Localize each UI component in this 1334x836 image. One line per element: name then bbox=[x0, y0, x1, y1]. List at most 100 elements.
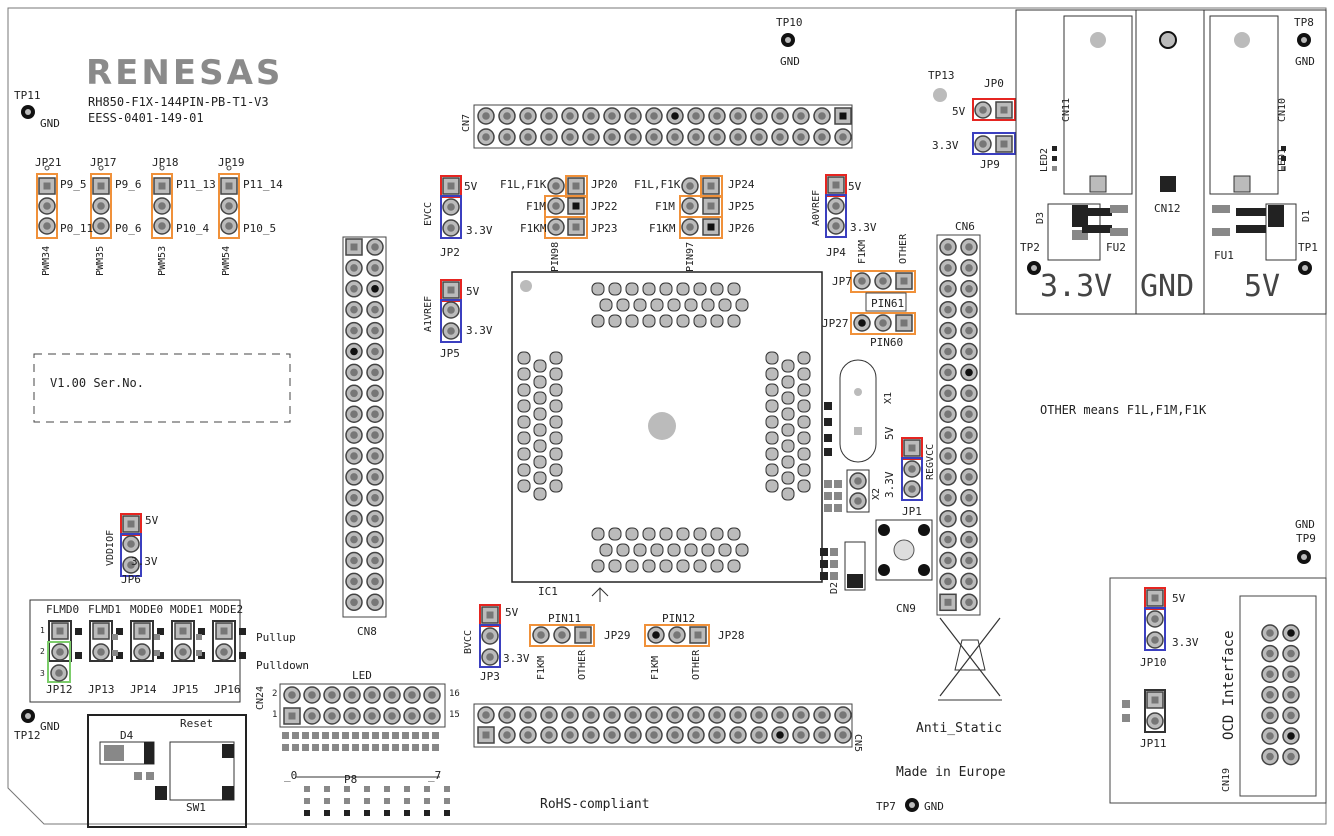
jp21-top: P9_5 bbox=[60, 178, 87, 191]
ic-pad bbox=[684, 298, 698, 312]
mode-col-mode2: MODE2 bbox=[210, 603, 244, 616]
pad-hole bbox=[350, 389, 358, 398]
jp10-33v-frame bbox=[1144, 607, 1166, 651]
ic-pad bbox=[549, 431, 563, 445]
pad-hole bbox=[371, 326, 379, 335]
ic-pad bbox=[659, 559, 673, 573]
ic-pad bbox=[533, 423, 547, 437]
pad-hole bbox=[545, 731, 553, 739]
pad-hole bbox=[755, 112, 763, 120]
ic-pad bbox=[517, 479, 531, 493]
pad-hole bbox=[328, 712, 336, 720]
jp9-frame bbox=[972, 132, 1016, 155]
jp10-5v: 5V bbox=[1172, 592, 1186, 605]
tp2-label: TP2 bbox=[1020, 241, 1040, 254]
cn9-leg bbox=[918, 564, 930, 576]
cn10-label: CN10 bbox=[1277, 97, 1288, 122]
smd-part bbox=[1052, 166, 1057, 171]
smd-part bbox=[116, 628, 123, 635]
pad-hole bbox=[482, 711, 490, 719]
pad-hole bbox=[350, 577, 358, 586]
jp18-top: P11_13 bbox=[176, 178, 216, 191]
pad-hole bbox=[552, 223, 560, 231]
smd-part bbox=[282, 732, 289, 739]
cn9-leg bbox=[918, 524, 930, 536]
ic-pad bbox=[517, 383, 531, 397]
jp5-33v: 3.3V bbox=[466, 324, 493, 337]
pad-hole bbox=[671, 112, 679, 120]
cn6-label: CN6 bbox=[955, 220, 975, 233]
pad-hole bbox=[225, 202, 233, 210]
ic-pad bbox=[517, 399, 531, 413]
board-name: RH850-F1X-144PIN-PB-T1-V3 bbox=[88, 95, 269, 109]
p8-end: _7 bbox=[428, 769, 442, 782]
pad-hole bbox=[1287, 732, 1295, 740]
cn11-pin bbox=[1090, 32, 1106, 48]
jp2-33v: 3.3V bbox=[466, 224, 493, 237]
tp8-label: TP8 bbox=[1294, 16, 1314, 29]
smd-part bbox=[820, 572, 828, 580]
x1-label: X1 bbox=[883, 391, 894, 404]
x2-label: X2 bbox=[871, 487, 882, 500]
jumper-frame bbox=[171, 620, 195, 662]
pad-hole bbox=[854, 497, 862, 505]
ic1-label: IC1 bbox=[538, 585, 558, 598]
pad-hole bbox=[734, 731, 742, 739]
tp13 bbox=[933, 88, 947, 102]
pad-hole bbox=[566, 731, 574, 739]
ic-pad bbox=[599, 543, 613, 557]
pad-hole bbox=[1151, 717, 1159, 725]
ic-pad bbox=[517, 463, 531, 477]
pad-hole bbox=[486, 632, 494, 640]
pad-hole bbox=[350, 535, 358, 544]
pad-hole bbox=[652, 631, 660, 639]
jp3-33v: 3.3V bbox=[503, 652, 530, 665]
smd-part bbox=[830, 560, 838, 568]
pad-hole bbox=[797, 711, 805, 719]
bvcc-label: BVCC bbox=[463, 629, 474, 654]
smd-part bbox=[824, 492, 832, 500]
jp29-label: JP29 bbox=[604, 629, 631, 642]
ic-pad bbox=[710, 559, 724, 573]
pad-hole bbox=[734, 112, 742, 120]
smd-part bbox=[834, 492, 842, 500]
pad-hole bbox=[858, 319, 866, 327]
pad-hole bbox=[428, 691, 436, 699]
pad-hole bbox=[348, 691, 356, 699]
pad-hole bbox=[350, 264, 358, 272]
pad-hole bbox=[879, 319, 887, 327]
pad-hole bbox=[97, 202, 105, 210]
jp17-label: JP17 bbox=[90, 156, 117, 169]
pad-hole bbox=[908, 485, 916, 493]
jp21-label: JP21 bbox=[35, 156, 62, 169]
pad-hole bbox=[524, 731, 532, 739]
ic-pad bbox=[659, 314, 673, 328]
pad-hole bbox=[371, 431, 379, 439]
jp3-33v-frame bbox=[479, 624, 501, 668]
smd-part bbox=[154, 650, 160, 656]
ocd-board-outline bbox=[1109, 577, 1327, 804]
pad-hole bbox=[650, 112, 658, 120]
pad-hole bbox=[371, 598, 379, 607]
ic-pad bbox=[693, 527, 707, 541]
jp17-bottom: P0_6 bbox=[115, 222, 142, 235]
jp2-5v: 5V bbox=[464, 180, 478, 193]
pad-hole bbox=[408, 712, 416, 720]
power-gnd-label: GND bbox=[1140, 269, 1195, 304]
cn9-button bbox=[893, 539, 915, 561]
pad-hole bbox=[486, 653, 494, 661]
pad-hole bbox=[43, 202, 51, 210]
pad-hole bbox=[545, 711, 553, 719]
pad-hole bbox=[1266, 649, 1274, 658]
ic-pad bbox=[797, 447, 811, 461]
smd-part bbox=[157, 652, 164, 659]
jp22-device: F1M bbox=[526, 200, 546, 213]
ic-pad bbox=[642, 282, 656, 296]
smd-part bbox=[134, 772, 142, 780]
smd-part bbox=[344, 798, 350, 804]
ic-pad bbox=[659, 282, 673, 296]
jp1-label: JP1 bbox=[902, 505, 922, 518]
smd-part bbox=[312, 744, 319, 751]
pad-hole bbox=[832, 222, 840, 230]
pad-hole bbox=[350, 326, 358, 335]
